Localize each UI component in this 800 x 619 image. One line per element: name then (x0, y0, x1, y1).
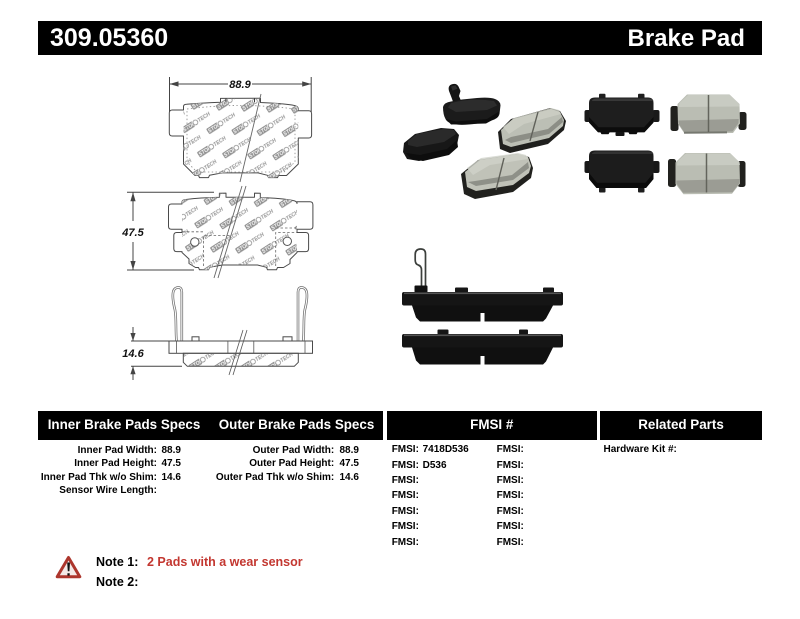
svg-text:88.9: 88.9 (229, 79, 251, 91)
svg-text:47.5: 47.5 (121, 227, 144, 239)
svg-text:14.6: 14.6 (122, 348, 144, 360)
